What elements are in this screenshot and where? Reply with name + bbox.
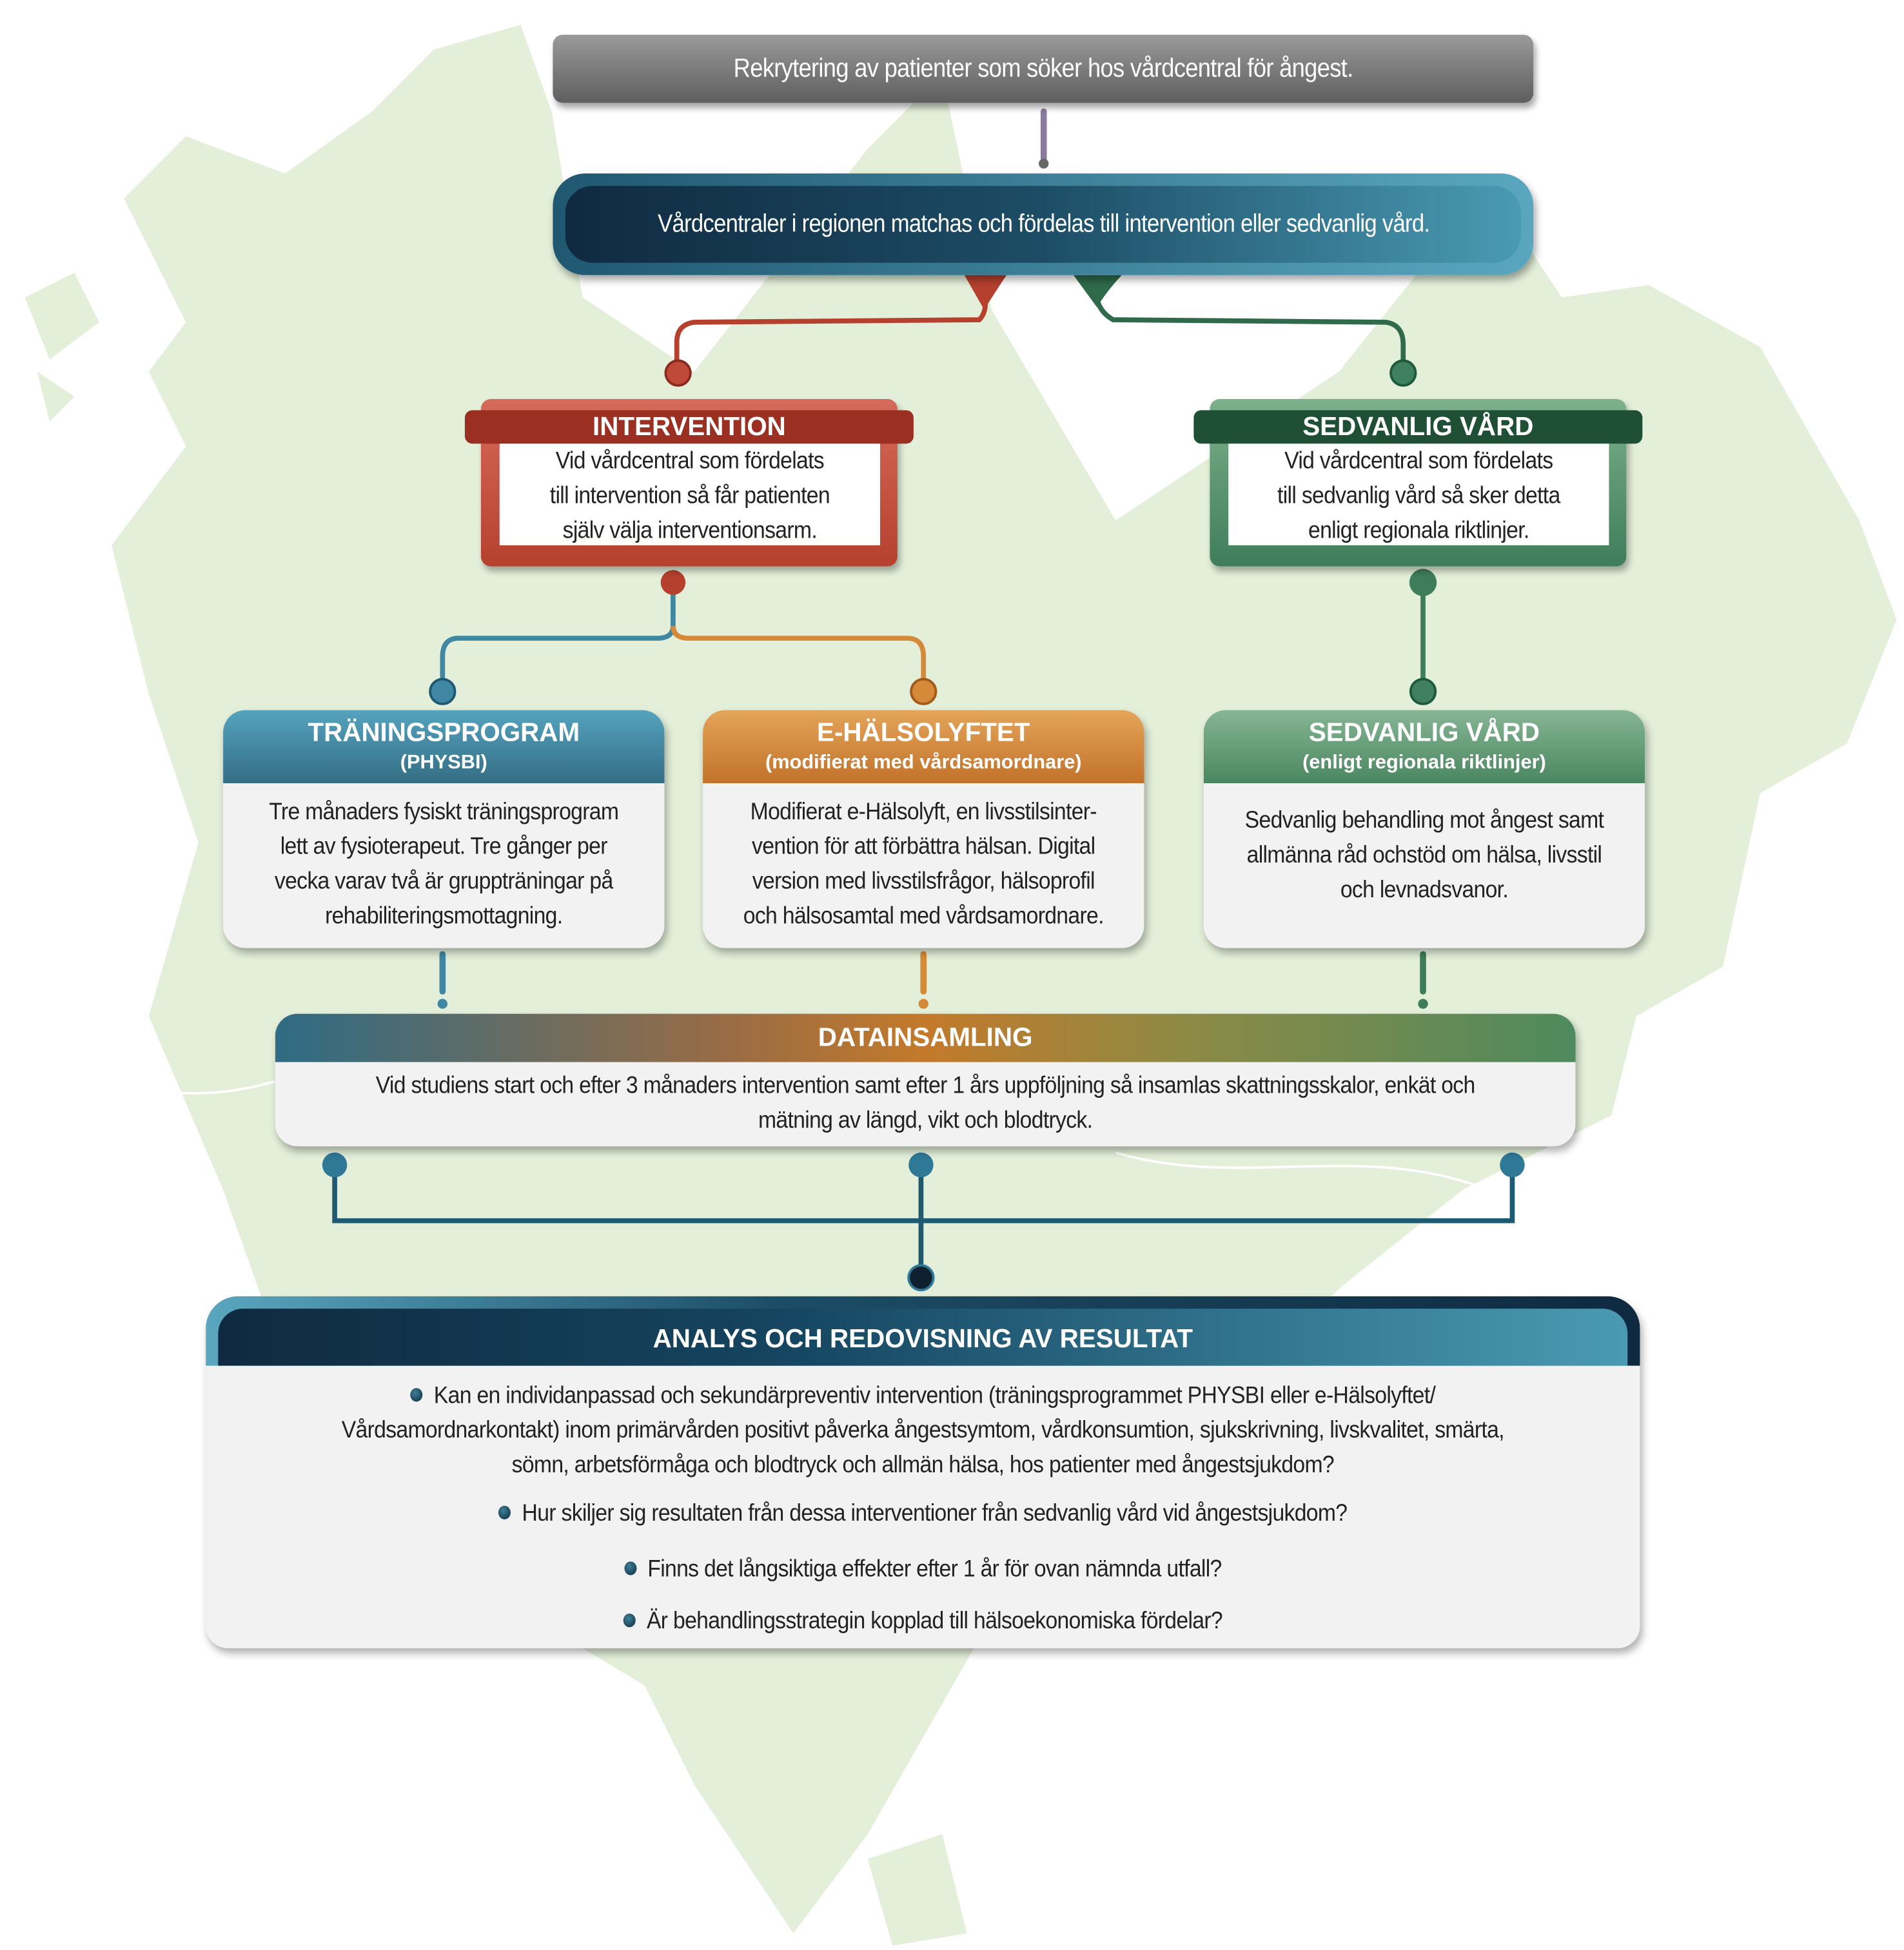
- bullet-icon: [410, 1388, 423, 1402]
- analysis-box: ANALYS OCH REDOVISNING AV RESULTAT Kan e…: [206, 1296, 1640, 1648]
- data-collection-box: DATAINSAMLING Vid studiens start och eft…: [275, 1013, 1576, 1147]
- text-line: Vid studiens start och efter 3 månaders …: [375, 1071, 1476, 1100]
- usual-care-card: SEDVANLIG VÅRD (enligt regionala riktlin…: [1203, 710, 1645, 948]
- allocation-text: Vårdcentraler i regionen matchas och för…: [657, 210, 1429, 238]
- text-line: allmänna råd ochstöd om hälsa, livsstil: [1246, 841, 1602, 869]
- text-line: enligt regionala riktlinjer.: [1308, 516, 1529, 544]
- card-subtitle: (enligt regionala riktlinjer): [1302, 752, 1546, 774]
- card-title: SEDVANLIG VÅRD: [1308, 719, 1540, 748]
- allocation-box: Vårdcentraler i regionen matchas och för…: [553, 173, 1534, 275]
- text-line: Sedvanlig behandling mot ångest samt: [1244, 806, 1604, 834]
- recruitment-text: Rekrytering av patienter som söker hos v…: [733, 54, 1353, 83]
- card-title: E-HÄLSOLYFTET: [817, 719, 1030, 748]
- card-subtitle: (PHYSBI): [400, 752, 487, 774]
- recruitment-box: Rekrytering av patienter som söker hos v…: [553, 34, 1534, 103]
- intervention-body: Vid vårdcentral som fördelats till inter…: [499, 444, 880, 545]
- text-line: rehabiliteringsmottagning.: [325, 902, 563, 930]
- text-line: Vid vårdcentral som fördelats: [1284, 447, 1553, 475]
- text-line: lett av fysioterapeut. Tre gånger per: [280, 832, 608, 861]
- bullet-icon: [623, 1614, 636, 1628]
- text-line: Tre månaders fysiskt träningsprogram: [269, 798, 619, 826]
- bullet-icon: [623, 1561, 637, 1575]
- training-program-card: TRÄNINGSPROGRAM (PHYSBI) Tre månaders fy…: [223, 710, 665, 948]
- question-2: Hur skiljer sig resultaten från dessa in…: [277, 1496, 1568, 1530]
- question-3: Finns det långsiktiga effekter efter 1 å…: [277, 1552, 1568, 1586]
- text-line: Modifierat e-Hälsolyft, en livsstilsinte…: [750, 798, 1097, 826]
- text-line: och hälsosamtal med vårdsamordnare.: [743, 902, 1104, 930]
- text-line: själv välja interventionsarm.: [562, 516, 818, 544]
- text-line: och levnadsvanor.: [1340, 876, 1509, 904]
- text-line: till sedvanlig vård så sker detta: [1277, 482, 1560, 510]
- analysis-title: ANALYS OCH REDOVISNING AV RESULTAT: [218, 1309, 1628, 1366]
- text-line: vecka varav två är gruppträningar på: [274, 867, 613, 895]
- question-1: Kan en individanpassad och sekundärpreve…: [341, 1381, 1505, 1479]
- data-collection-title: DATAINSAMLING: [275, 1013, 1576, 1062]
- text-line: till intervention så får patienten: [549, 482, 830, 510]
- text-line: mätning av längd, vikt och blodtryck.: [758, 1106, 1093, 1135]
- intervention-title: INTERVENTION: [464, 410, 914, 444]
- card-title: TRÄNINGSPROGRAM: [308, 719, 580, 748]
- usual-care-body: Vid vårdcentral som fördelats till sedva…: [1228, 444, 1609, 545]
- e-health-card: E-HÄLSOLYFTET (modifierat med vårdsamord…: [703, 710, 1144, 948]
- text-line: vention för att förbättra hälsan. Digita…: [752, 832, 1095, 861]
- bullet-icon: [498, 1505, 511, 1519]
- card-subtitle: (modifierat med vårdsamordnare): [765, 752, 1082, 774]
- question-4: Är behandlingsstrategin kopplad till häl…: [277, 1604, 1568, 1639]
- usual-care-title: SEDVANLIG VÅRD: [1193, 410, 1643, 444]
- text-line: Vid vårdcentral som fördelats: [555, 447, 825, 475]
- text-line: version med livsstilsfrågor, hälsoprofil: [752, 867, 1095, 895]
